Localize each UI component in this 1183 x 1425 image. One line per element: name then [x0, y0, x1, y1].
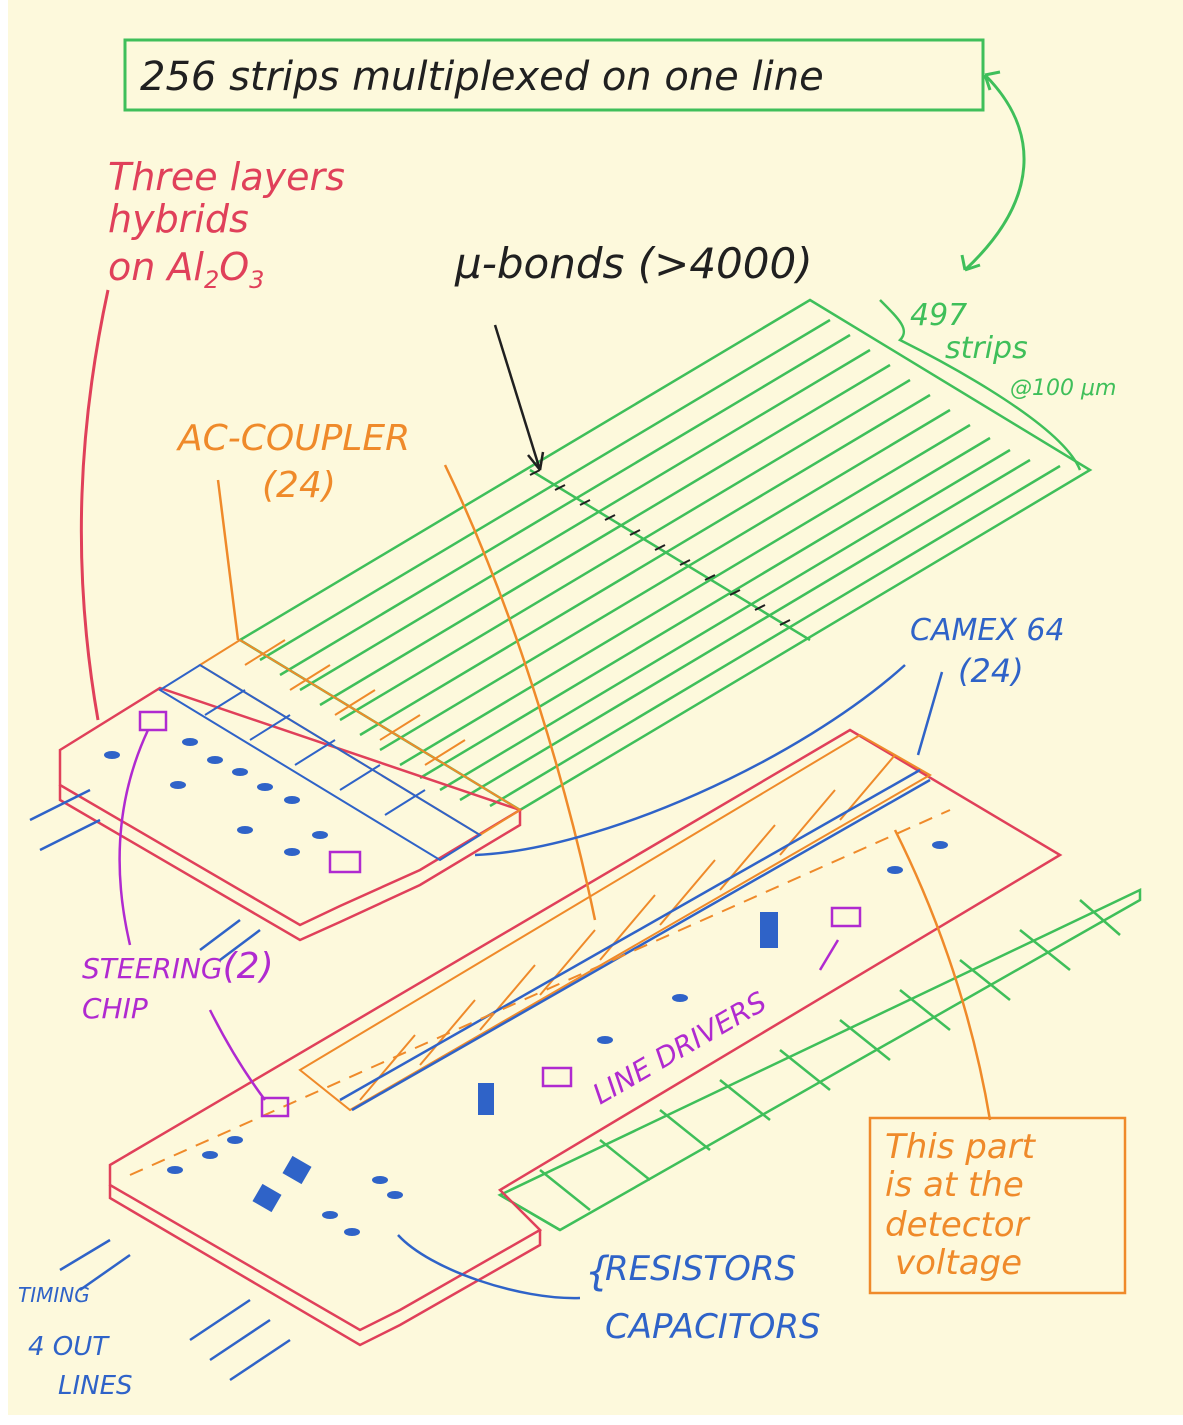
multiplex-label: 256 strips multiplexed on one line	[140, 54, 824, 100]
svg-text:(24): (24)	[262, 465, 336, 506]
svg-text:AC-COUPLER: AC-COUPLER	[176, 418, 410, 459]
svg-text:hybrids: hybrids	[108, 197, 249, 241]
svg-text:TIMING: TIMING	[18, 1283, 90, 1307]
svg-text:(24): (24)	[958, 652, 1024, 690]
svg-text:on Al2O3: on Al2O3	[108, 245, 264, 294]
svg-text:This part: This part	[885, 1127, 1037, 1167]
svg-text:Three layers: Three layers	[108, 155, 345, 199]
svg-text:is at the: is at the	[885, 1165, 1024, 1205]
svg-text:CAMEX 64: CAMEX 64	[910, 613, 1065, 648]
svg-text:strips: strips	[945, 331, 1028, 366]
svg-text:LINES: LINES	[58, 1371, 133, 1401]
mu-bonds-label: μ-bonds (>4000)	[454, 239, 813, 288]
svg-text:CAPACITORS: CAPACITORS	[605, 1307, 821, 1347]
svg-text:@100 μm: @100 μm	[1010, 376, 1116, 401]
svg-text:voltage: voltage	[895, 1243, 1022, 1283]
svg-text:RESISTORS: RESISTORS	[605, 1249, 796, 1289]
svg-text:497: 497	[910, 298, 967, 333]
svg-text:STEERING(2): STEERING(2)	[82, 946, 274, 987]
svg-text:CHIP: CHIP	[82, 992, 148, 1025]
svg-text:4 OUT: 4 OUT	[28, 1332, 110, 1362]
svg-text:detector: detector	[885, 1205, 1031, 1245]
